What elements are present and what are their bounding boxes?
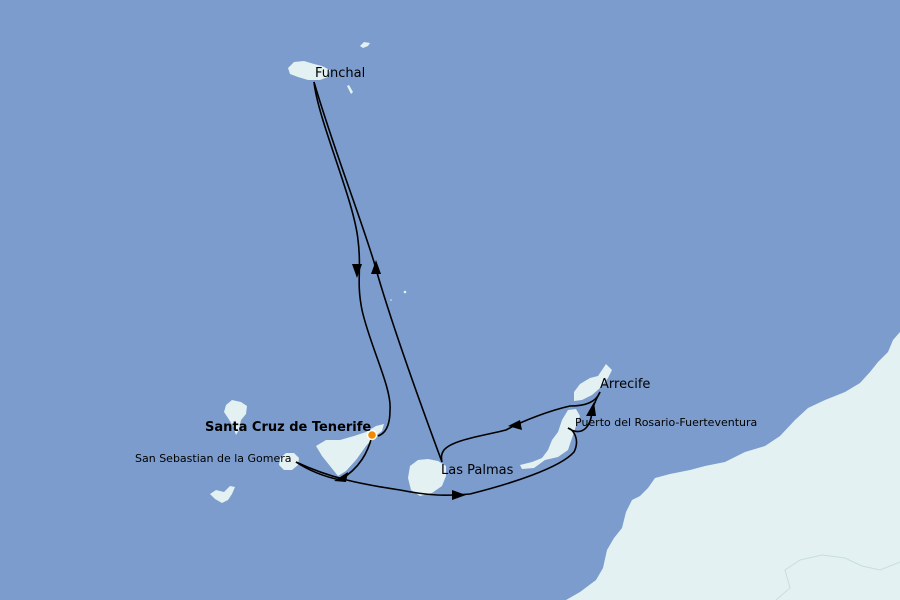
route-arrow [334,472,348,482]
lanzarote-island [574,364,612,401]
madeira-island [288,61,330,80]
la-palma-island [224,400,247,435]
border-line [775,554,900,600]
route-arrow [586,402,596,416]
islet [403,290,407,294]
route-segment-laspalmas-funchal [313,81,443,463]
route-arrow [508,420,522,430]
route-segment-gomera-fuerteventura [295,427,578,496]
porto-santo-island [360,42,370,48]
route-segment-funchal-tenerife [313,81,391,437]
cruise-route [295,81,601,500]
route-arrow [352,264,362,278]
port-label-san-sebastian-de-la-gomera: San Sebastian de la Gomera [135,452,292,465]
el-hierro-island [210,486,235,503]
tenerife-island [316,424,384,476]
desertas-island [347,85,353,94]
route-arrow [452,490,466,500]
port-label-santa-cruz-de-tenerife: Santa Cruz de Tenerife [205,420,371,435]
islet [390,299,392,301]
start-port-marker [366,429,378,441]
african-coast-land [566,332,900,600]
route-segment-lanzarote-laspalmas [440,391,601,463]
port-label-las-palmas: Las Palmas [441,463,514,478]
port-label-puerto-del-rosario: Puerto del Rosario-Fuerteventura [575,416,757,429]
la-gomera-island [279,453,299,470]
fuerteventura-island [520,409,580,469]
port-label-funchal: Funchal [315,66,365,81]
route-arrow [371,260,381,274]
port-label-arrecife: Arrecife [600,377,650,392]
gran-canaria-island [408,459,446,496]
